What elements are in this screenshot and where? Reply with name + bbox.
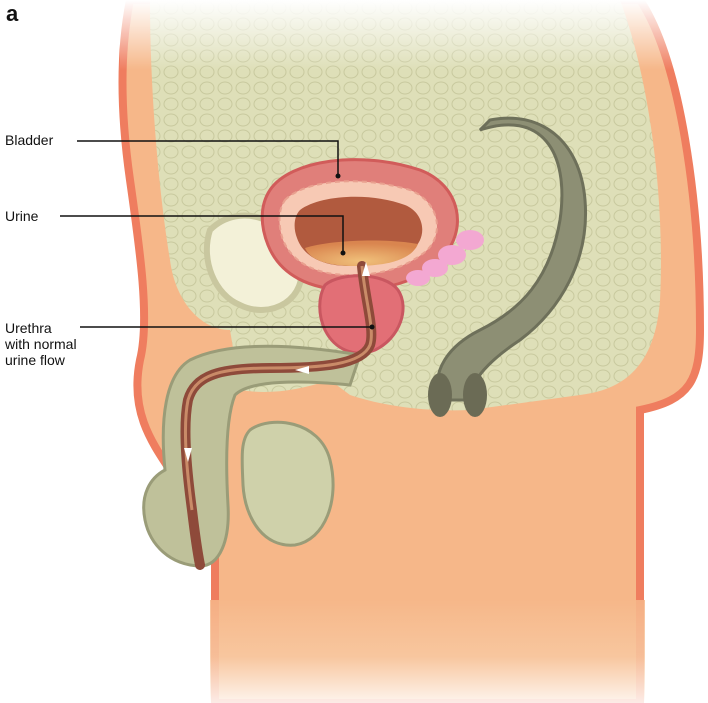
urethra-leader-dot	[370, 325, 375, 330]
testis	[242, 422, 333, 545]
top-fade	[120, 0, 680, 70]
bladder-leader-dot	[336, 174, 341, 179]
label-urethra: Urethra with normal urine flow	[5, 320, 77, 368]
label-urine: Urine	[5, 208, 38, 224]
panel-letter: a	[6, 2, 18, 26]
anal-sphincter	[463, 373, 487, 417]
label-bladder: Bladder	[5, 132, 53, 148]
anal-sphincter	[428, 373, 452, 417]
urine-leader-dot	[341, 251, 346, 256]
bottom-fade	[210, 600, 645, 703]
